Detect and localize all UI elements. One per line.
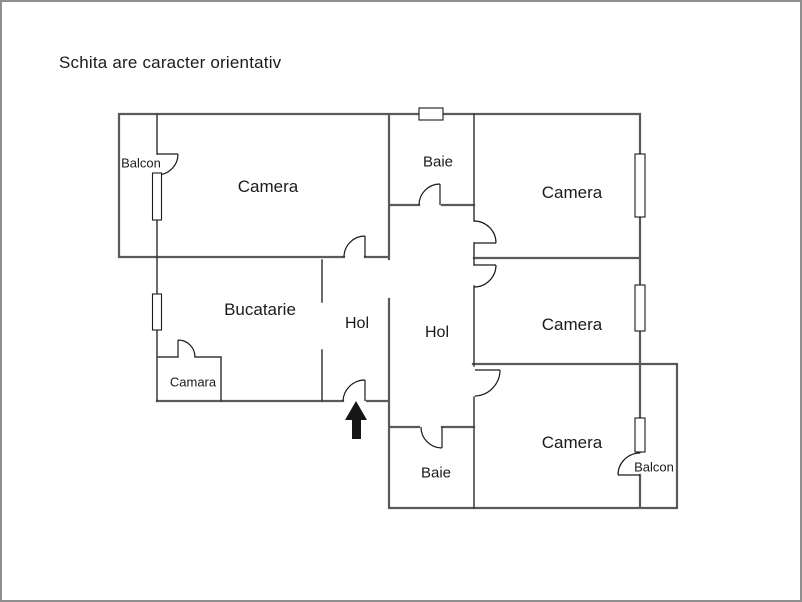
page-title: Schita are caracter orientativ — [59, 53, 282, 72]
window-left-lower — [151, 293, 163, 331]
door-camera-middle-right — [473, 264, 497, 288]
door-camera-bottom-right — [474, 369, 501, 397]
walls-partition — [156, 113, 475, 509]
door-baie-bottom — [420, 426, 443, 449]
room-label-balcon-top-left: Balcon — [121, 155, 161, 171]
door-camera-top-left — [343, 235, 366, 258]
window-right-middle — [634, 284, 646, 332]
door-baie-top — [418, 183, 441, 206]
room-label-hol-left: Hol — [344, 315, 370, 332]
door-camera-top-right — [473, 220, 497, 244]
room-label-hol-central: Hol — [424, 324, 450, 341]
room-label-camera-middle-right: Camera — [541, 315, 603, 334]
door-entrance — [342, 379, 366, 402]
entrance-arrow-icon — [345, 401, 367, 439]
room-label-baie-top: Baie — [422, 153, 454, 171]
window-right-bottom — [634, 417, 646, 453]
walls-main — [117, 112, 679, 510]
room-label-balcon-bottom-right: Balcon — [634, 459, 674, 475]
room-label-camera-bottom-right: Camera — [541, 433, 603, 452]
door-balcon-bottom-right — [617, 452, 641, 476]
room-label-camera-top-right: Camera — [541, 183, 603, 202]
room-label-bucatarie: Bucatarie — [224, 300, 296, 319]
room-label-camara: Camara — [169, 374, 217, 390]
room-label-camera-top-left: Camera — [237, 177, 299, 196]
door-camara — [177, 339, 196, 358]
room-label-baie-bottom: Baie — [420, 464, 452, 482]
window-top-baie — [418, 107, 444, 121]
window-right-top — [634, 153, 646, 218]
window-left-top — [151, 172, 163, 221]
